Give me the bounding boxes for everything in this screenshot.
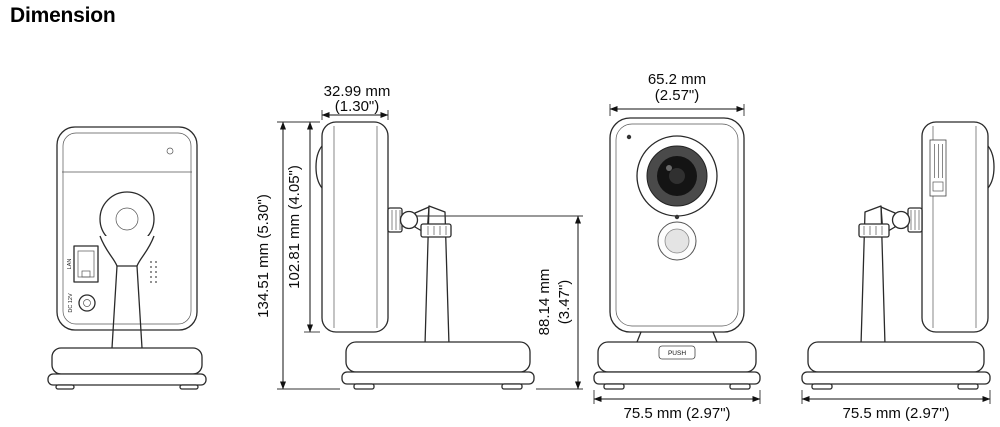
ring-knurls — [427, 226, 447, 235]
base-foot — [501, 383, 523, 390]
lens-glint — [666, 165, 672, 171]
base-foot — [729, 383, 751, 390]
side-view-left: 32.99 mm (1.30") 134.51 mm (5.30") 102.8… — [255, 83, 583, 390]
base-top-side — [345, 341, 531, 373]
base-top-side — [807, 341, 985, 373]
stand-neck — [636, 331, 718, 343]
label-text-lines — [934, 144, 943, 178]
status-led — [674, 214, 680, 220]
dim-depth: 32.99 mm (1.30") — [321, 83, 391, 120]
locking-ring — [420, 223, 452, 238]
reset-hole — [166, 147, 174, 155]
dim-side-base-width-text: 75.5 mm (2.97") — [842, 405, 949, 422]
ring-knurls — [863, 226, 883, 235]
label-code-block — [932, 181, 944, 192]
dim-side-base-width: 75.5 mm (2.97") — [801, 390, 991, 422]
mount-arm — [858, 205, 923, 346]
mount-arm — [387, 205, 452, 346]
base-lip-back — [47, 373, 207, 386]
base-lip-front — [593, 371, 761, 385]
dim-total-height-text: 134.51 mm (5.30") — [255, 194, 272, 318]
dim-front-base-width-text: 75.5 mm (2.97") — [623, 405, 730, 422]
lens-pupil — [669, 168, 685, 184]
page-title: Dimension — [10, 4, 116, 27]
dim-front-width: 65.2 mm (2.57") — [609, 71, 745, 116]
dc-power-label: DC 12V — [68, 293, 74, 313]
base-foot — [179, 384, 199, 390]
base-top-back — [51, 347, 203, 375]
dim-mount-height: 88.14 mm (3.47") — [416, 215, 583, 390]
base-lip-side — [801, 371, 991, 385]
base-lip-side — [341, 371, 535, 385]
speaker-holes — [150, 261, 157, 283]
dim-depth-in: (1.30") — [335, 98, 380, 115]
dim-front-width-mm: 65.2 mm — [648, 71, 706, 88]
mic-hole — [626, 134, 632, 140]
locking-ring — [858, 223, 890, 238]
lan-port-clip — [81, 270, 91, 278]
dim-body-height: 102.81 mm (4.05") — [286, 121, 320, 333]
base-foot — [811, 383, 833, 390]
dim-mount-height-in: (3.47") — [556, 280, 573, 325]
mount-hub — [115, 207, 139, 231]
lan-port-outline — [73, 245, 99, 283]
product-label — [929, 139, 947, 197]
side-view-right: 75.5 mm (2.97") — [801, 121, 995, 422]
ball-joint — [891, 210, 911, 230]
mount-clamp — [99, 235, 155, 267]
lens-bulge — [987, 145, 995, 189]
lan-port — [73, 245, 99, 283]
dc-jack — [78, 294, 96, 312]
push-button-label: PUSH — [668, 350, 686, 357]
ball-joint — [399, 210, 419, 230]
dim-front-width-in: (2.57") — [655, 87, 700, 104]
base-foot — [603, 383, 625, 390]
dim-total-height: 134.51 mm (5.30") — [255, 121, 340, 390]
base-foot — [353, 383, 375, 390]
lan-label: LAN — [67, 259, 73, 270]
back-view: LAN DC 12V — [47, 126, 207, 390]
front-view: PUSH 65.2 mm (2.57") 75.5 mm (2.97") — [593, 71, 761, 422]
lens-bulge — [315, 145, 323, 189]
dim-front-base-width: 75.5 mm (2.97") — [593, 390, 761, 422]
dim-depth-mm: 32.99 mm — [324, 83, 391, 100]
front-face-contour — [615, 123, 739, 327]
knob-knurls — [910, 210, 920, 230]
camera-body-side — [321, 121, 389, 333]
dim-body-height-text: 102.81 mm (4.05") — [286, 165, 303, 289]
label-outline — [929, 139, 947, 197]
dim-mount-height-mm: 88.14 mm — [536, 269, 553, 336]
stand-column-back — [111, 265, 143, 349]
dc-jack-pin — [83, 299, 91, 307]
base-foot — [55, 384, 75, 390]
body-inner-contour — [62, 132, 192, 325]
pir-window — [664, 228, 690, 254]
base-foot — [957, 383, 979, 390]
push-button — [658, 345, 696, 360]
